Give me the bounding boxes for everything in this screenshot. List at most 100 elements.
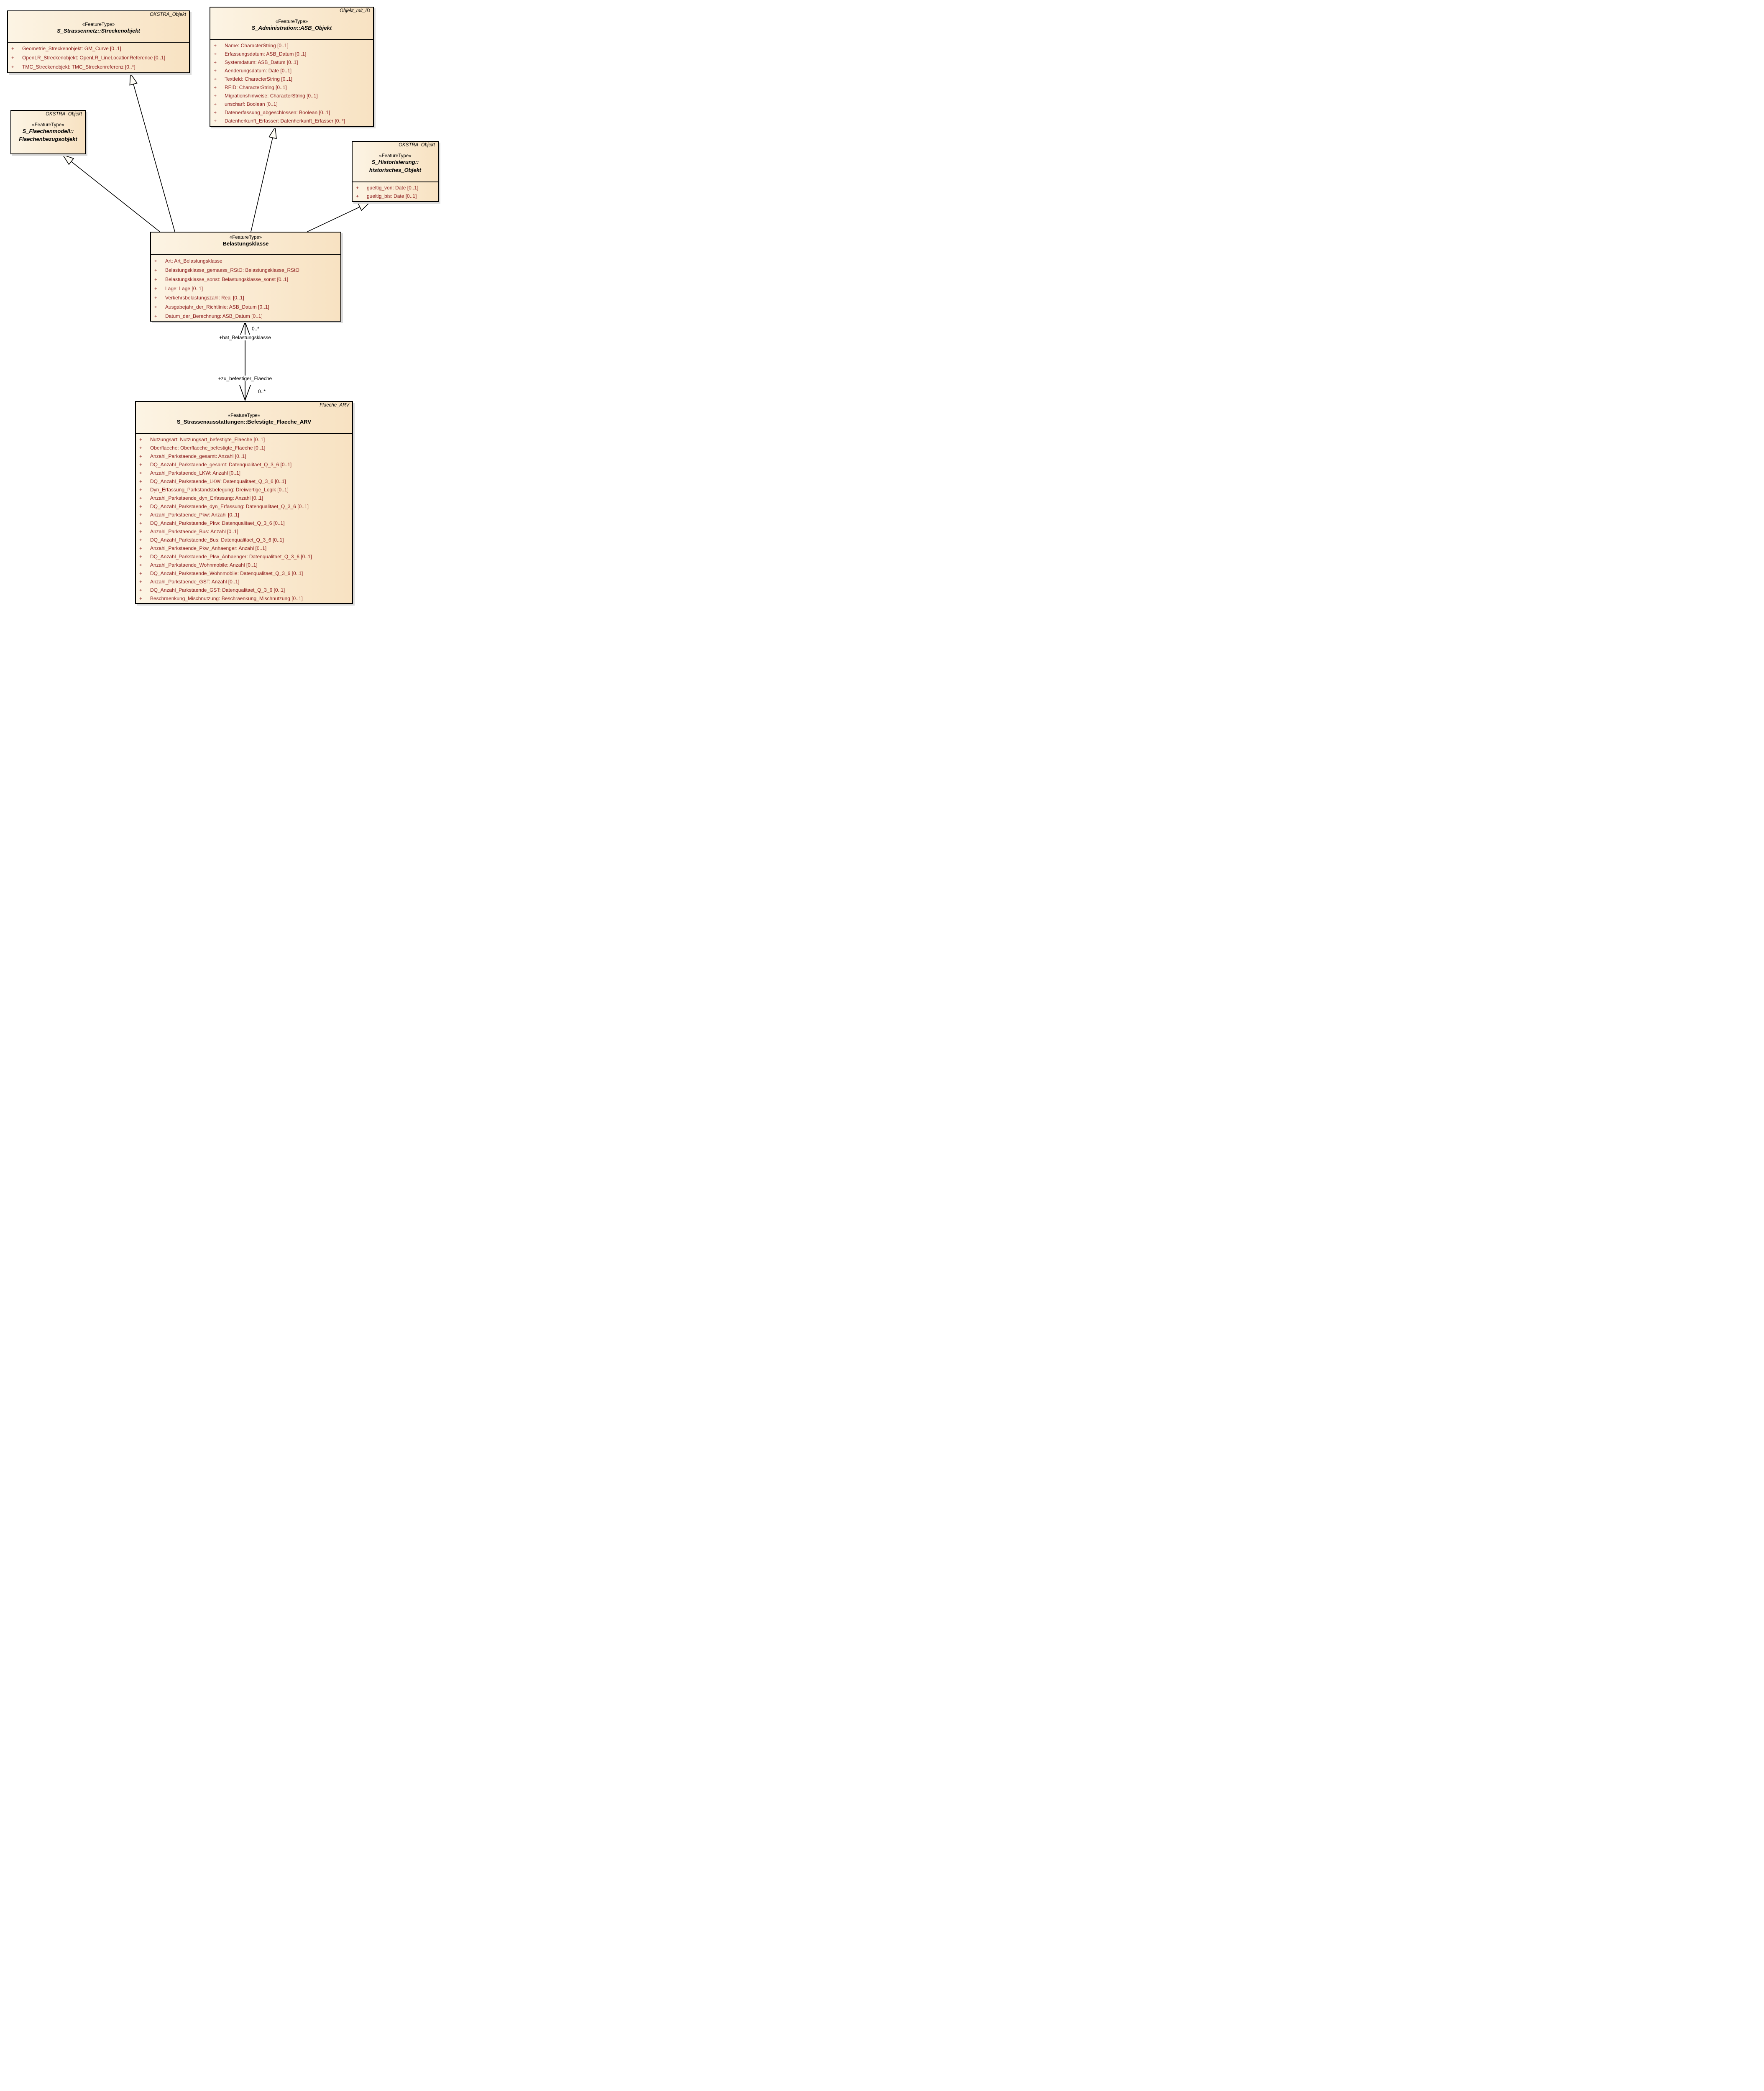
attribute-text: Anzahl_Parkstaende_LKW: Anzahl [0..1] — [150, 470, 240, 476]
attribute-row: +Anzahl_Parkstaende_Pkw: Anzahl [0..1] — [139, 511, 350, 519]
visibility-plus: + — [139, 587, 143, 593]
attributes: + Name: CharacterString [0..1] + Erfassungs… — [210, 40, 373, 125]
attribute-text: DQ_Anzahl_Parkstaende_Bus: Datenqualitae… — [150, 537, 284, 543]
visibility-plus: + — [214, 59, 217, 65]
attribute-text: Geometrie_Streckenobjekt: GM_Curve [0..1… — [22, 46, 121, 51]
class-box-befestigte-flaeche-arv[interactable]: Flaeche_ARV «FeatureType» S_Strassenauss… — [135, 401, 353, 604]
stereotype-label: «FeatureType» — [379, 153, 412, 158]
visibility-plus: + — [154, 258, 158, 264]
attribute-text: Aenderungsdatum: Date [0..1] — [225, 68, 292, 74]
attribute-text: Datenherkunft_Erfasser: Datenherkunft_Er… — [225, 118, 345, 124]
class-name: S_Flaechenmodell::Flaechenbezugsobjekt — [19, 128, 77, 142]
attribute-row: + gueltig_bis: Date [0..1] — [356, 192, 436, 200]
class-box-belastungsklasse[interactable]: «FeatureType» Belastungsklasse +Art: Art… — [150, 232, 341, 322]
generalization-to-flaechenbezugsobjekt — [62, 154, 160, 232]
role-label-zu-befestiger-flaeche: +zu_befestiger_Flaeche — [217, 376, 273, 381]
package-corner-label: OKSTRA_Objekt — [46, 112, 82, 117]
attribute-text: Oberflaeche: Oberflaeche_befestigte_Flae… — [150, 445, 266, 451]
attribute-text: DQ_Anzahl_Parkstaende_dyn_Erfassung: Dat… — [150, 504, 309, 509]
attribute-row: + Migrationshinweise: CharacterString [0.… — [214, 92, 371, 100]
attribute-row: +Anzahl_Parkstaende_Wohnmobile: Anzahl [… — [139, 561, 350, 569]
visibility-plus: + — [356, 193, 359, 199]
attribute-row: + Erfassungsdatum: ASB_Datum [0..1] — [214, 50, 371, 58]
visibility-plus: + — [139, 537, 143, 543]
attribute-text: Systemdatum: ASB_Datum [0..1] — [225, 59, 298, 65]
attribute-row: +OpenLR_Streckenobjekt: OpenLR_LineLocat… — [11, 53, 187, 62]
attribute-row: + DQ_Anzahl_Parkstaende_dyn_Erfassung: Da… — [139, 502, 350, 511]
visibility-plus: + — [214, 93, 217, 99]
attribute-row: + Anzahl_Parkstaende_Bus: Anzahl [0..1] — [139, 527, 350, 536]
attribute-row: + Datum_der_Berechnung: ASB_Datum [0..1] — [154, 312, 339, 321]
visibility-plus: + — [139, 596, 143, 601]
attribute-text: Migrationshinweise: CharacterString [0..… — [225, 93, 318, 99]
visibility-plus: + — [139, 504, 143, 509]
attribute-row: +Nutzungsart: Nutzungsart_befestigte_Fla… — [139, 435, 350, 444]
visibility-plus: + — [139, 470, 143, 476]
visibility-plus: + — [214, 51, 217, 57]
stereotype-label: «FeatureType» — [229, 235, 262, 240]
visibility-plus: + — [154, 276, 158, 282]
attribute-text: DQ_Anzahl_Parkstaende_Pkw: Datenqualitae… — [150, 520, 285, 526]
attribute-text: DQ_Anzahl_Parkstaende_Pkw_Anhaenger: Dat… — [150, 554, 312, 560]
visibility-plus: + — [214, 68, 217, 74]
attribute-row: +Datenerfassung_abgeschlossen: Boolean [… — [214, 108, 371, 117]
visibility-plus: + — [139, 520, 143, 526]
class-header: Objekt_mit_ID «FeatureType» S_Administra… — [210, 8, 373, 40]
attributes: +Art: Art_Belastungsklasse+Belastungskla… — [151, 255, 340, 321]
attribute-row: +Belastungsklasse_gemaess_RStO: Belastun… — [154, 266, 339, 275]
visibility-plus: + — [154, 267, 158, 273]
class-box-streckenobjekt[interactable]: OKSTRA_Objekt «FeatureType» S_Strassenne… — [7, 10, 190, 73]
generalization-to-asb-objekt — [251, 126, 277, 232]
visibility-plus: + — [214, 43, 217, 49]
attribute-text: Name: CharacterString [0..1] — [225, 43, 289, 49]
attribute-row: +DQ_Anzahl_Parkstaende_gesamt: Datenqual… — [139, 460, 350, 469]
package-corner-label: Objekt_mit_ID — [340, 8, 370, 13]
attribute-text: Lage: Lage [0..1] — [165, 286, 203, 291]
multiplicity-label-lower: 0..* — [257, 389, 267, 394]
attribute-row: + DQ_Anzahl_Parkstaende_Pkw: Datenqualita… — [139, 519, 350, 527]
package-corner-label: OKSTRA_Objekt — [150, 12, 186, 17]
visibility-plus: + — [11, 55, 15, 61]
visibility-plus: + — [139, 478, 143, 484]
attributes: + Nutzungsart: Nutzungsart_befestigte_Fla… — [136, 434, 352, 603]
stereotype-label: «FeatureType» — [228, 413, 261, 418]
attribute-text: Anzahl_Parkstaende_Bus: Anzahl [0..1] — [150, 529, 238, 534]
attribute-text: DQ_Anzahl_Parkstaende_GST: Datenqualitae… — [150, 587, 285, 593]
class-box-historisches-objekt[interactable]: OKSTRA_Objekt «FeatureType» S_Historisie… — [352, 141, 439, 202]
visibility-plus: + — [139, 495, 143, 501]
role-label-hat-belastungsklasse: +hat_Belastungsklasse — [218, 335, 272, 340]
attribute-row: +Beschraenkung_Mischnutzung: Beschraenku… — [139, 594, 350, 603]
attribute-row: + Anzahl_Parkstaende_dyn_Erfassung: Anzah… — [139, 494, 350, 502]
attribute-text: Nutzungsart: Nutzungsart_befestigte_Flae… — [150, 437, 265, 442]
attribute-row: +Ausgabejahr_der_Richtlinie: ASB_Datum [… — [154, 302, 339, 312]
attribute-text: gueltig_bis: Date [0..1] — [367, 193, 417, 199]
attribute-text: Anzahl_Parkstaende_Wohnmobile: Anzahl [0… — [150, 562, 258, 568]
attribute-text: unscharf: Boolean [0..1] — [225, 101, 278, 107]
visibility-plus: + — [139, 554, 143, 560]
attribute-text: Anzahl_Parkstaende_dyn_Erfassung: Anzahl… — [150, 495, 263, 501]
multiplicity-label-upper: 0..* — [251, 326, 261, 332]
attribute-row: + Textfeld: CharacterString [0..1] — [214, 75, 371, 83]
attribute-text: Textfeld: CharacterString [0..1] — [225, 76, 293, 82]
attribute-text: Erfassungsdatum: ASB_Datum [0..1] — [225, 51, 307, 57]
attribute-row: +DQ_Anzahl_Parkstaende_Wohnmobile: Daten… — [139, 569, 350, 578]
visibility-plus: + — [139, 445, 143, 451]
class-box-asb-objekt[interactable]: Objekt_mit_ID «FeatureType» S_Administra… — [210, 7, 374, 127]
visibility-plus: + — [214, 76, 217, 82]
stereotype-label: «FeatureType» — [275, 19, 308, 24]
attribute-row: +Anzahl_Parkstaende_Pkw_Anhaenger: Anzah… — [139, 544, 350, 552]
attribute-row: +Dyn_Erfassung_Parkstandsbelegung: Dreiw… — [139, 486, 350, 494]
visibility-plus: + — [214, 84, 217, 90]
package-corner-label: Flaeche_ARV — [320, 403, 349, 408]
attribute-row: +Verkehrsbelastungszahl: Real [0..1] — [154, 293, 339, 302]
class-header: OKSTRA_Objekt «FeatureType» S_Strassenne… — [8, 11, 189, 43]
class-header: «FeatureType» Belastungsklasse — [151, 233, 340, 255]
attribute-text: Anzahl_Parkstaende_Pkw: Anzahl [0..1] — [150, 512, 239, 518]
visibility-plus: + — [139, 579, 143, 585]
class-name: S_Strassenausstattungen::Befestigte_Flae… — [176, 419, 312, 425]
visibility-plus: + — [154, 313, 158, 319]
attribute-text: Datum_der_Berechnung: ASB_Datum [0..1] — [165, 313, 263, 319]
attribute-row: + Name: CharacterString [0..1] — [214, 41, 371, 50]
class-box-flaechenbezugsobjekt[interactable]: OKSTRA_Objekt «FeatureType» S_Flaechenmo… — [10, 110, 86, 154]
visibility-plus: + — [139, 529, 143, 534]
